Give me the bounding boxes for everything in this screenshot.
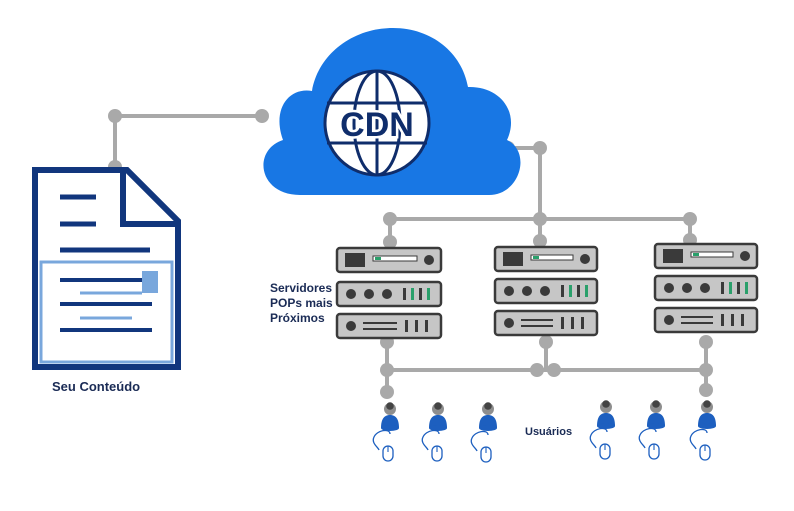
server-rack-middle (493, 245, 599, 337)
document-label: Seu Conteúdo (52, 379, 141, 394)
connector-dots (108, 109, 713, 399)
user-icon (479, 402, 497, 431)
mouse-icon (689, 428, 711, 461)
user-icon (647, 400, 665, 429)
server-rack-left (335, 246, 443, 340)
mouse-icon (421, 429, 443, 462)
mouse-icon (638, 427, 660, 460)
user-icon (698, 400, 716, 429)
globe-icon (323, 69, 431, 177)
document-icon (32, 167, 181, 370)
cloud-label: CDN (340, 106, 414, 144)
user-icon (381, 402, 399, 431)
user-icon (597, 400, 615, 429)
server-rack-right (653, 242, 759, 334)
servers-label-line: Próximos (270, 311, 325, 325)
users-label: Usuários (525, 426, 573, 438)
mouse-icon (589, 427, 611, 460)
mouse-icon (470, 430, 492, 463)
user-group-right (589, 400, 716, 461)
servers-label: Servidores POPs mais Próximos (270, 281, 350, 326)
servers-label-line: POPs mais (270, 296, 333, 310)
user-group-left (372, 402, 497, 463)
mouse-icon (372, 429, 394, 462)
user-icon (429, 402, 447, 431)
cdn-cloud: CDN (263, 28, 521, 195)
servers-label-line: Servidores (270, 281, 333, 295)
